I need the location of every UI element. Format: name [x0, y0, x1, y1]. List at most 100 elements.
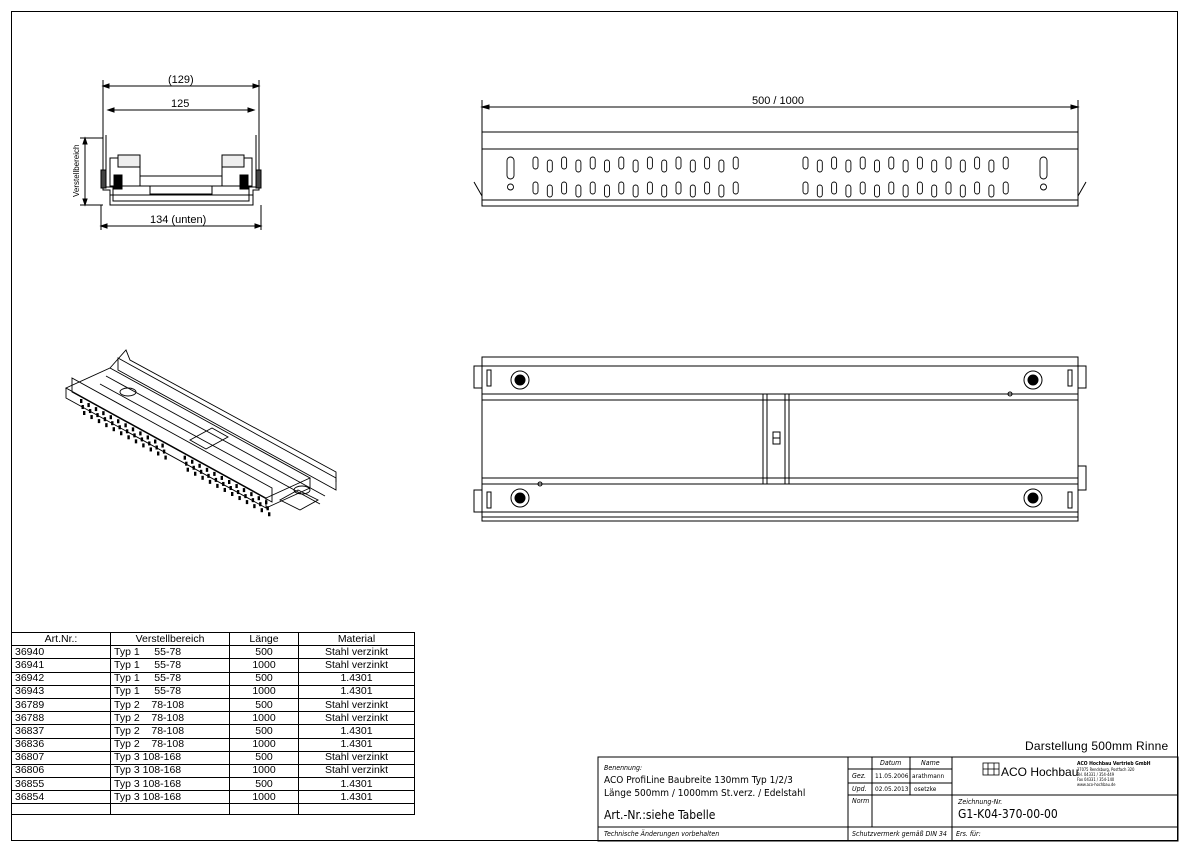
- iso-slot: [228, 480, 231, 484]
- slot-hole: [661, 184, 668, 198]
- slot-hole: [632, 159, 639, 173]
- cell-material: 1.4301: [298, 737, 415, 752]
- col-length: Länge: [229, 631, 299, 647]
- slot-hole: [802, 181, 809, 195]
- iso-slot: [142, 443, 145, 448]
- section-view: (129) 125 Verstellbereich 134 (unten): [72, 74, 263, 230]
- cell-material: 1.4301: [298, 671, 415, 686]
- slot-hole: [902, 159, 909, 173]
- cell-art-nr: 36943: [11, 684, 111, 699]
- tb-changes-note: Technische Änderungen vorbehalten: [604, 830, 720, 838]
- display-note: Darstellung 500mm Rinne: [1025, 739, 1169, 753]
- slot-hole: [816, 159, 823, 173]
- slot-hole: [945, 181, 952, 195]
- iso-slot: [146, 435, 149, 440]
- iso-slot: [194, 471, 197, 476]
- cell-material: 1.4301: [298, 724, 415, 739]
- iso-slot: [83, 411, 86, 415]
- slot-hole: [718, 159, 725, 173]
- cell-length: 1000: [229, 763, 299, 779]
- iso-slot: [157, 451, 160, 456]
- iso-slot: [185, 461, 188, 466]
- iso-slot: [112, 427, 115, 432]
- slot-hole: [632, 184, 639, 198]
- iso-slot: [201, 475, 204, 480]
- iso-slot: [134, 439, 138, 444]
- cell-art-nr: 36837: [11, 724, 111, 739]
- table-header-row: Art.Nr.: Verstellbereich Länge Material: [11, 631, 415, 647]
- iso-slot: [199, 469, 203, 474]
- slot-hole: [718, 184, 725, 198]
- iso-slot: [88, 409, 92, 414]
- cell-art-nr: 36806: [11, 763, 111, 779]
- iso-slot: [244, 494, 247, 499]
- cell-length: 1000: [229, 711, 299, 726]
- drawing-frame: [11, 11, 1178, 841]
- iso-slot: [259, 502, 262, 507]
- tb-upd-date: 02.05.2013: [875, 785, 909, 793]
- iso-slot: [216, 483, 219, 488]
- top-view: [473, 356, 1087, 522]
- col-adjust-range: Verstellbereich: [110, 631, 230, 647]
- slot-hole: [604, 159, 610, 173]
- iso-slot: [80, 399, 83, 403]
- iso-slot: [117, 419, 120, 424]
- slot-hole: [845, 159, 852, 173]
- slot-hole: [974, 181, 981, 195]
- cell-art-nr: 36807: [11, 750, 111, 765]
- side-slots: [506, 156, 1048, 198]
- iso-slot: [118, 425, 121, 430]
- cell-adjust-range: Typ 3 108-168: [110, 750, 230, 765]
- slot-hole: [618, 181, 625, 195]
- iso-slot: [257, 496, 260, 501]
- iso-slot: [192, 465, 195, 470]
- iso-slot: [198, 463, 201, 468]
- tb-col-datum: Datum: [880, 759, 902, 767]
- iso-slot: [268, 512, 271, 517]
- iso-slot: [213, 471, 216, 476]
- iso-slot: [140, 437, 144, 442]
- slot-hole: [874, 184, 880, 198]
- slot-hole: [931, 184, 938, 198]
- tb-row-upd: Upd.: [852, 785, 867, 793]
- slot-hole: [916, 156, 923, 170]
- slot-hole: [1002, 156, 1009, 170]
- empty-cell: [229, 803, 299, 816]
- slot-hole: [732, 181, 739, 195]
- cell-art-nr: 36854: [11, 790, 111, 805]
- iso-slots: [80, 399, 271, 517]
- tb-col-name: Name: [921, 759, 940, 767]
- cell-adjust-range: Typ 2 78-108: [110, 711, 230, 726]
- cell-art-nr: 36836: [11, 737, 111, 752]
- iso-slot: [148, 441, 151, 446]
- iso-slot: [161, 443, 164, 448]
- cell-adjust-range: Typ 1 55-78: [110, 684, 230, 699]
- slot-hole: [859, 156, 866, 170]
- iso-slot: [111, 421, 114, 426]
- slot-hole: [546, 159, 553, 173]
- slot-hole: [618, 156, 625, 170]
- tb-row-norm: Norm: [852, 797, 870, 805]
- cell-adjust-range: Typ 2 78-108: [110, 724, 230, 739]
- iso-slot: [102, 411, 105, 416]
- cell-length: 1000: [229, 790, 299, 805]
- slot-hole: [704, 156, 711, 170]
- cell-material: 1.4301: [298, 777, 415, 792]
- tb-zeichnung-label: Zeichnung-Nr.: [958, 798, 1003, 806]
- slot-hole: [902, 184, 909, 198]
- slot-hole: [1002, 181, 1009, 195]
- iso-slot: [131, 427, 135, 432]
- iso-slot: [235, 484, 238, 489]
- isometric-view: [64, 349, 337, 517]
- slot-hole: [831, 181, 838, 195]
- slot-hole: [561, 181, 568, 195]
- iso-slot: [105, 423, 108, 428]
- tb-gez-date: 11.05.2006: [875, 772, 909, 780]
